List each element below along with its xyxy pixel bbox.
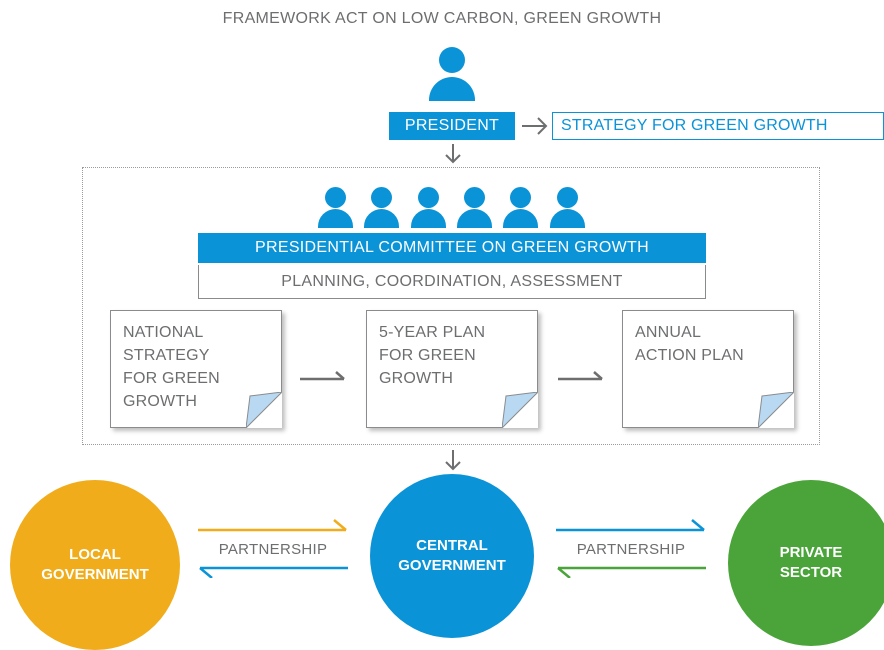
arrow-down-icon [445,144,461,164]
committee-container [82,167,820,445]
document-text: ANNUAL ACTION PLAN [635,324,744,364]
president-label: PRESIDENT [389,112,515,140]
diagram-title: FRAMEWORK ACT ON LOW CARBON, GREEN GROWT… [222,10,662,27]
document-annual-action-plan: ANNUAL ACTION PLAN [622,310,794,428]
local-government-circle: LOCAL GOVERNMENT [10,480,180,650]
arrow-right-icon [522,117,548,135]
committee-member-icon [550,187,585,228]
committee-member-icon [318,187,353,228]
committee-label: PRESIDENTIAL COMMITTEE ON GREEN GROWTH [198,233,706,263]
folded-corner-icon [502,392,538,428]
committee-member-icon [364,187,399,228]
committee-member-icon [457,187,492,228]
private-sector-label: PRIVATE SECTOR [779,544,843,581]
folded-corner-icon [758,392,794,428]
partnership-arrows-right [556,519,706,578]
private-sector-circle: PRIVATE SECTOR [728,480,884,646]
arrow-right-icon [300,371,345,381]
president-person-icon [429,47,475,101]
committee-member-icon [411,187,446,228]
document-national-strategy: NATIONAL STRATEGY FOR GREEN GROWTH [110,310,282,428]
local-government-label: LOCAL GOVERNMENT [41,546,149,583]
arrow-right-icon [558,371,603,381]
document-text: NATIONAL STRATEGY FOR GREEN GROWTH [123,324,220,410]
folded-corner-icon [246,392,282,428]
document-five-year-plan: 5-YEAR PLAN FOR GREEN GROWTH [366,310,538,428]
partnership-arrows-left [198,519,348,578]
partnership-label-left: PARTNERSHIP [218,541,328,558]
committee-functions-box: PLANNING, COORDINATION, ASSESSMENT [198,265,706,299]
document-text: 5-YEAR PLAN FOR GREEN GROWTH [379,324,486,387]
arrow-down-icon [445,450,461,471]
partnership-label-right: PARTNERSHIP [576,541,686,558]
committee-member-icon [503,187,538,228]
central-government-circle: CENTRAL GOVERNMENT [370,474,534,638]
strategy-for-green-growth-box: STRATEGY FOR GREEN GROWTH [552,112,884,140]
central-government-label: CENTRAL GOVERNMENT [398,537,506,574]
